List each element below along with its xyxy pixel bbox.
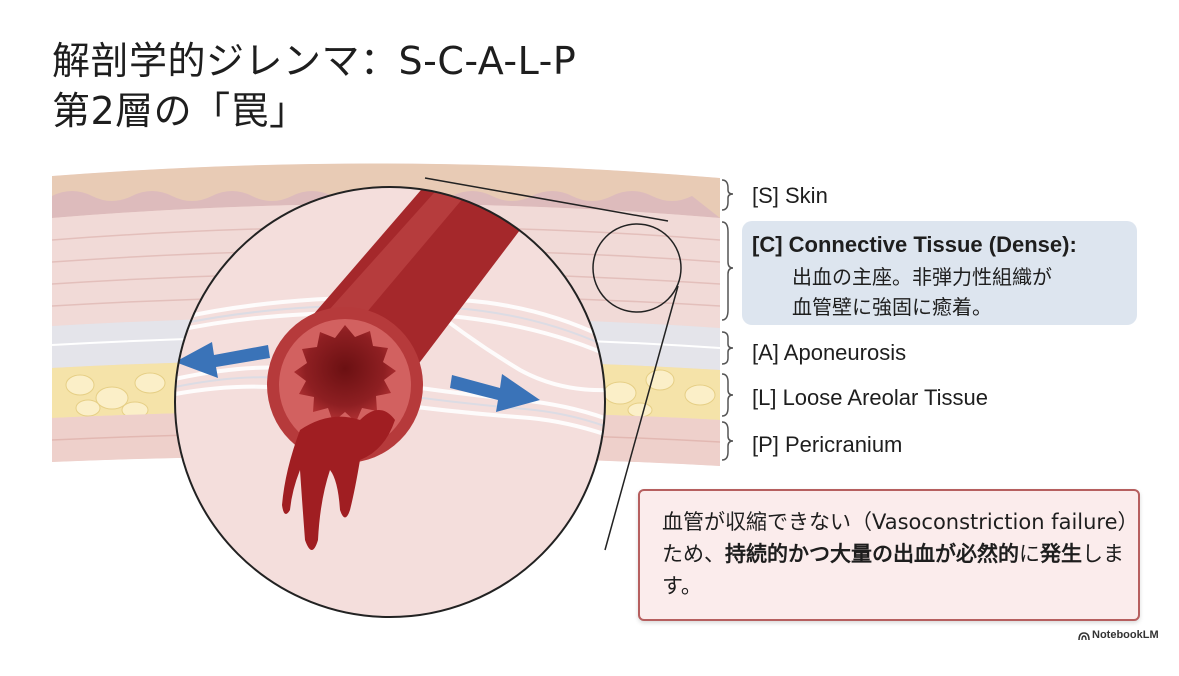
note-part-3: します。 bbox=[662, 542, 1124, 598]
bleeding bbox=[282, 410, 395, 550]
label-pericranium: [P] Pericranium bbox=[752, 432, 903, 457]
label-connective-title: [C] Connective Tissue (Dense): bbox=[752, 232, 1077, 257]
notebooklm-logo-icon bbox=[1078, 632, 1090, 641]
arrow-left bbox=[175, 342, 270, 378]
label-loose-areolar: [L] Loose Areolar Tissue bbox=[752, 385, 989, 410]
label-aponeurosis: [A] Aponeurosis bbox=[752, 340, 907, 365]
note-bold-2: 発生 bbox=[1040, 542, 1082, 566]
note-part-1: 血管が収縮できない（Vasoconstriction failure）ため、 bbox=[662, 510, 1129, 566]
magnify-source-circle bbox=[592, 223, 682, 313]
connective-desc-line-1: 出血の主座。非弾力性組織が bbox=[792, 265, 1052, 289]
note-part-2: に bbox=[1019, 542, 1040, 566]
note-bold: 持続的かつ大量の出血が必然的 bbox=[725, 542, 1019, 566]
connective-description: 出血の主座。非弾力性組織が 血管壁に強固に癒着。 bbox=[792, 262, 1052, 322]
title-line-2: 第2層の「罠」 bbox=[52, 89, 308, 133]
connective-desc-line-2: 血管壁に強固に癒着。 bbox=[792, 295, 992, 319]
clinical-note-text: 血管が収縮できない（Vasoconstriction failure）ため、持続… bbox=[662, 506, 1132, 602]
title-line-1: 解剖学的ジレンマ：S-C-A-L-P bbox=[52, 39, 577, 83]
page-title: 解剖学的ジレンマ：S-C-A-L-P 第2層の「罠」 bbox=[52, 36, 576, 136]
layer-brackets bbox=[721, 179, 734, 461]
brand-label: NotebookLM bbox=[1092, 629, 1159, 641]
magnified-view bbox=[174, 186, 606, 618]
clinical-note-box bbox=[638, 489, 1140, 621]
connective-highlight-box bbox=[742, 221, 1137, 325]
arrow-right bbox=[450, 374, 540, 412]
label-skin: [S] Skin bbox=[752, 183, 828, 208]
